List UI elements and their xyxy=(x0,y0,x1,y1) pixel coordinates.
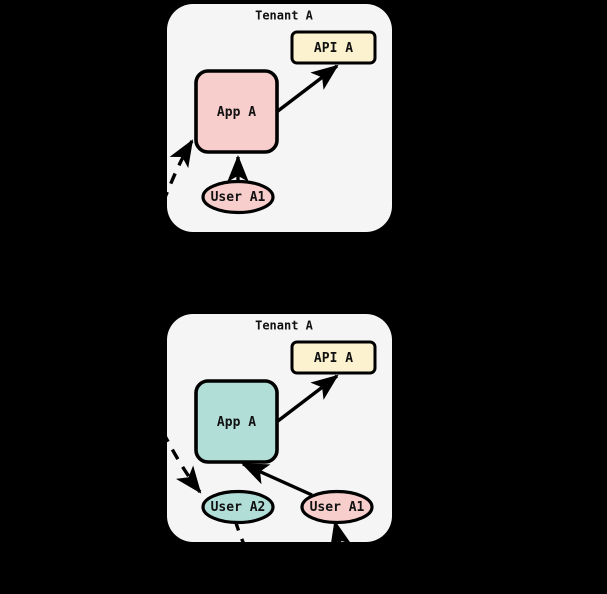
node-user-a1-bottom-shape xyxy=(300,489,374,525)
diagram-top: Tenant A API A App A User A1 xyxy=(161,4,392,232)
node-user-a2-bottom-label: User A2 xyxy=(211,500,266,515)
tenant-group-label-bottom: Tenant A xyxy=(255,319,314,333)
node-app-a-top-shape xyxy=(194,69,279,154)
edge-app-to-api-top xyxy=(268,64,339,119)
node-user-a1-bottom[interactable]: User A1 xyxy=(300,489,374,525)
node-app-a-top[interactable]: App A xyxy=(194,69,279,154)
edge-external-to-user2-bottom xyxy=(161,431,202,494)
tenant-group-label-top: Tenant A xyxy=(255,9,314,23)
node-user-a2-bottom[interactable]: User A2 xyxy=(201,489,275,525)
node-user-a1-top[interactable]: User A1 xyxy=(201,179,275,215)
node-app-a-bottom-label: App A xyxy=(217,415,256,430)
node-api-a-bottom[interactable]: API A xyxy=(290,340,377,375)
diagram-bottom: Tenant A API A App A xyxy=(161,314,392,553)
edge-external-below-to-user1-bottom xyxy=(330,520,352,553)
node-user-a1-bottom-label: User A1 xyxy=(310,500,365,515)
node-api-a-top[interactable]: API A xyxy=(290,30,377,65)
node-api-a-top-label: API A xyxy=(314,41,353,56)
node-app-a-bottom[interactable]: App A xyxy=(194,379,279,464)
node-user-a2-bottom-shape xyxy=(201,489,275,525)
node-api-a-top-shape xyxy=(290,30,377,65)
edge-user1-to-app-bottom xyxy=(241,462,313,497)
edge-app-to-api-bottom xyxy=(268,374,339,429)
node-user-a1-top-shape xyxy=(201,179,275,215)
node-app-a-top-label: App A xyxy=(217,105,256,120)
node-api-a-bottom-label: API A xyxy=(314,351,353,366)
node-app-a-bottom-shape xyxy=(194,379,279,464)
node-api-a-bottom-shape xyxy=(290,340,377,375)
node-user-a1-top-label: User A1 xyxy=(211,190,266,205)
edge-external-to-app-top xyxy=(161,139,194,203)
